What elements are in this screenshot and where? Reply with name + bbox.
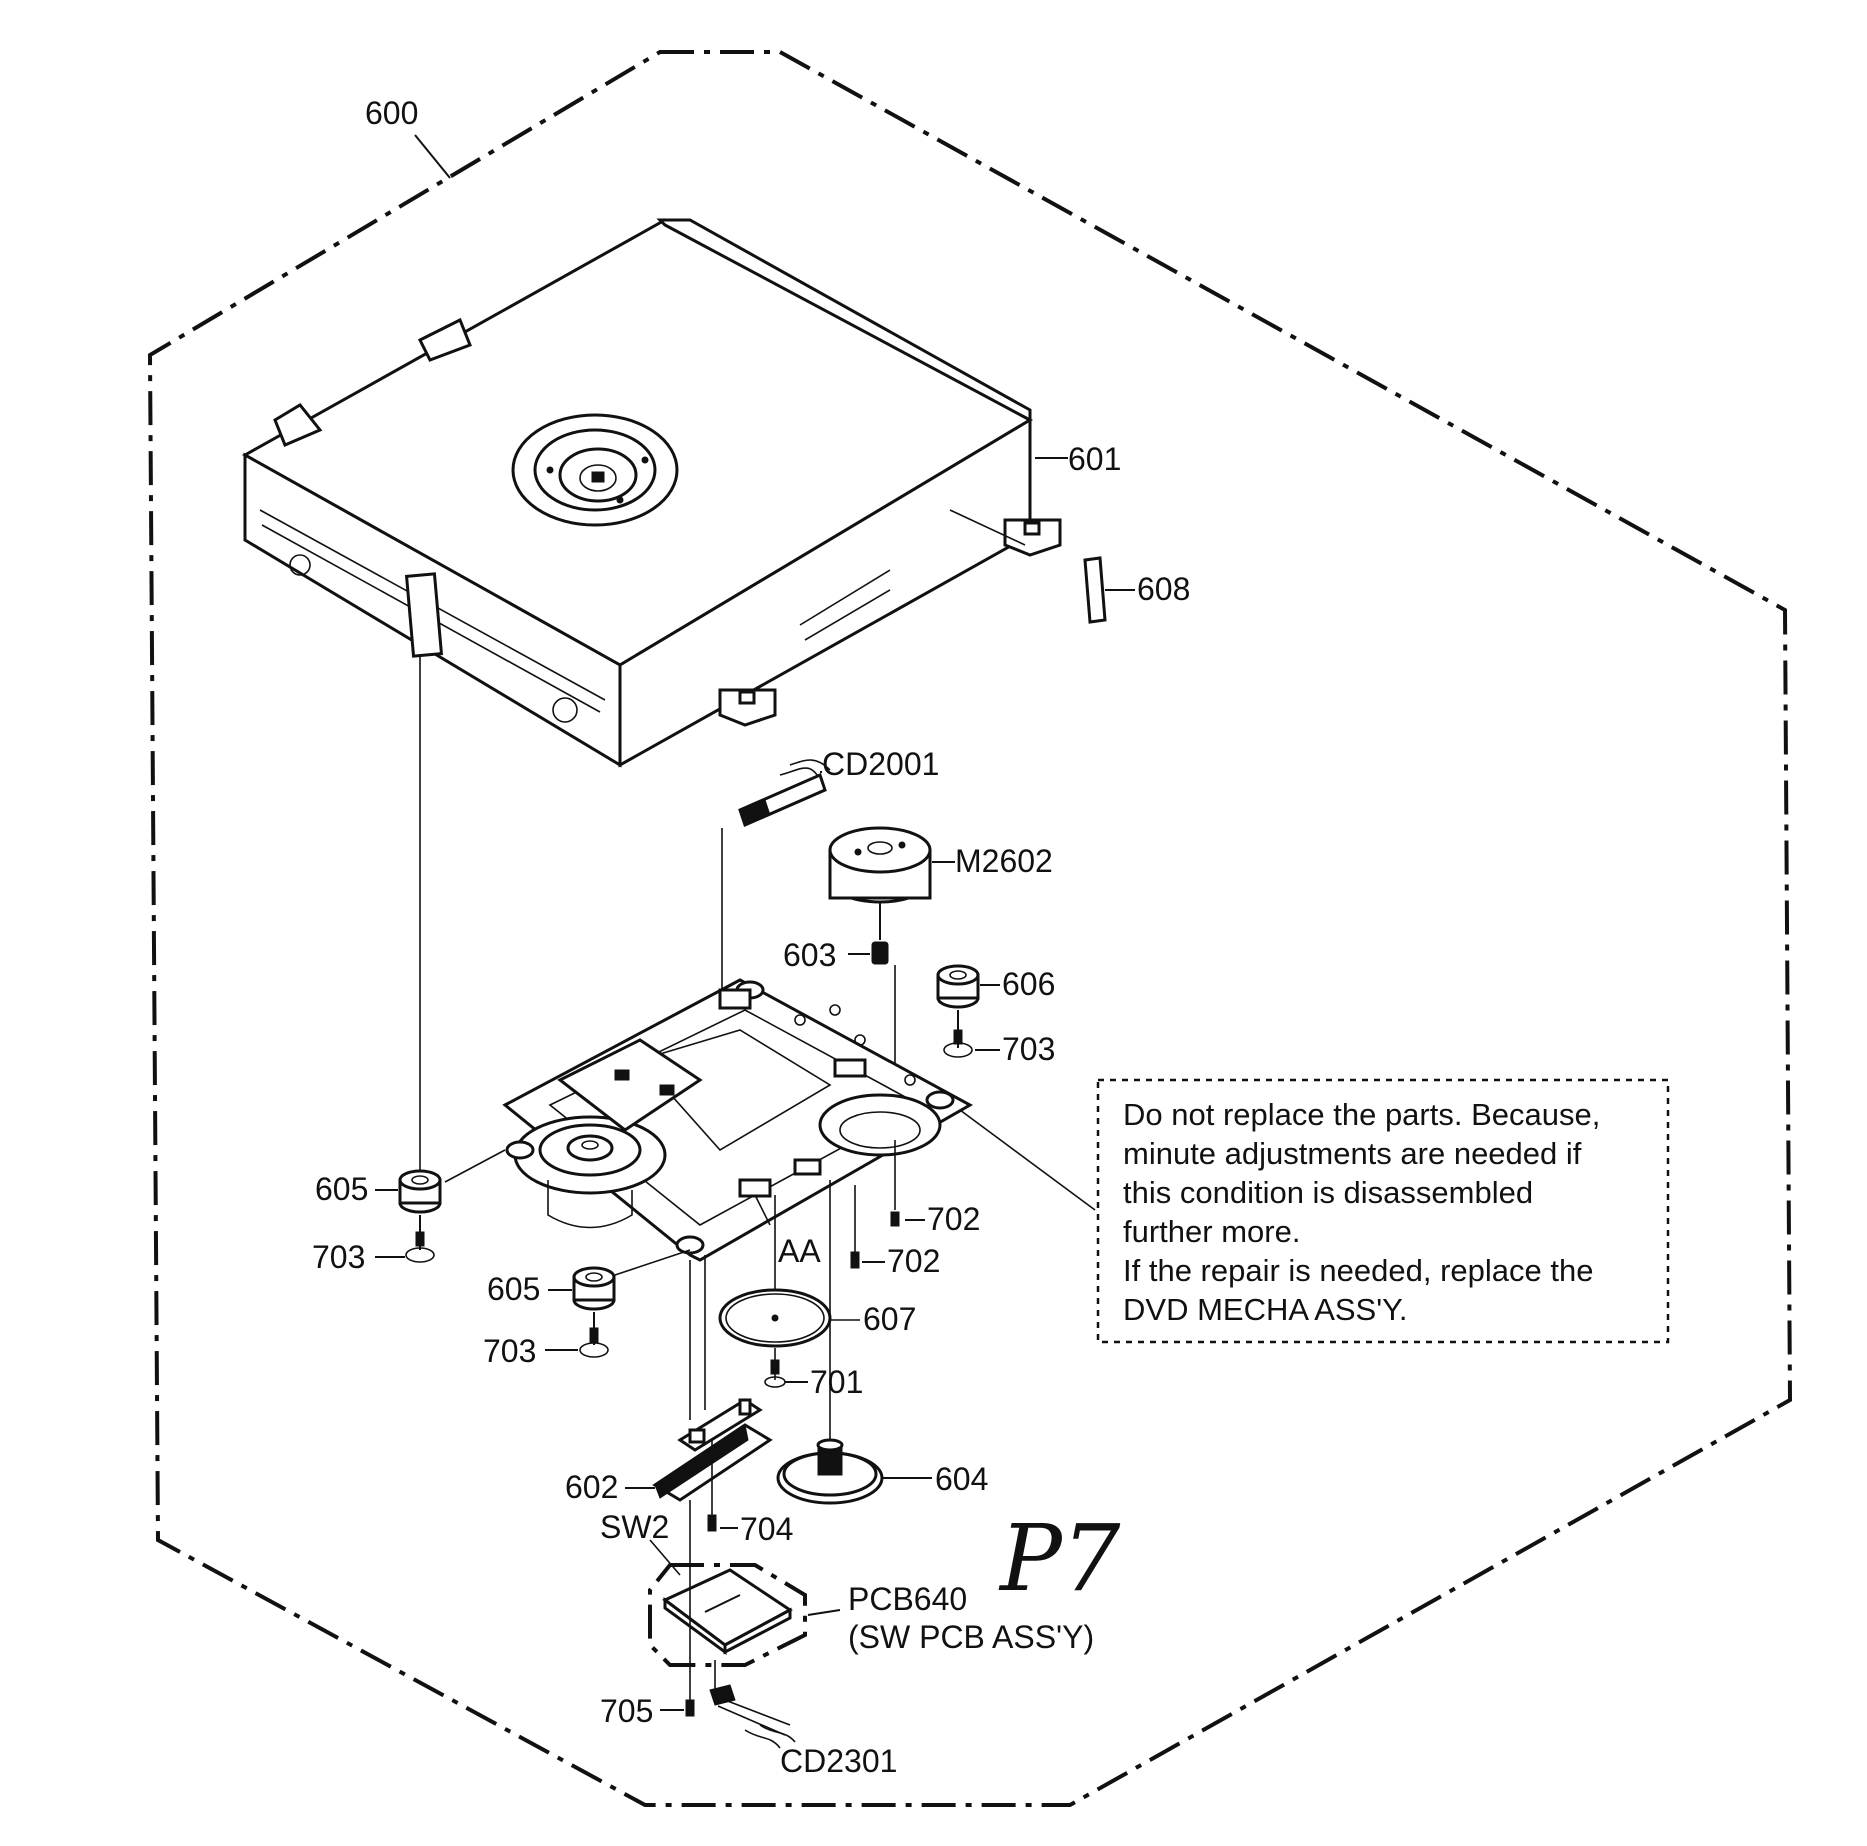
label-pcb640-sub: (SW PCB ASS'Y) <box>848 1619 1094 1655</box>
part-608 <box>1083 556 1107 624</box>
label-703-a: 703 <box>1002 1031 1055 1067</box>
leader-note <box>959 1109 1096 1211</box>
label-703-c: 703 <box>483 1333 536 1369</box>
damper-606 <box>936 964 980 1009</box>
screw-702-a <box>890 1140 900 1227</box>
label-601: 601 <box>1068 441 1121 477</box>
screw-705 <box>685 1699 695 1717</box>
label-702-a: 702 <box>927 1201 980 1237</box>
label-603: 603 <box>783 937 836 973</box>
gear-pulley-604 <box>776 1438 884 1505</box>
note-line-6: DVD MECHA ASS'Y. <box>1123 1292 1407 1327</box>
screw-703-b <box>405 1215 435 1263</box>
label-702-b: 702 <box>887 1243 940 1279</box>
screw-702-b <box>850 1185 860 1269</box>
dvd-mecha-housing-601 <box>241 218 1062 768</box>
label-m2602: M2602 <box>955 843 1053 879</box>
label-604: 604 <box>935 1461 988 1497</box>
damper-605-a <box>398 1169 442 1214</box>
note-line-2: minute adjustments are needed if <box>1123 1136 1582 1171</box>
traverse-chassis <box>502 978 974 1262</box>
leader-600 <box>414 134 451 179</box>
note-box <box>1096 1078 1670 1344</box>
label-608: 608 <box>1137 571 1190 607</box>
leader-pcb640 <box>807 1609 841 1616</box>
assembly-line-605b <box>614 1249 691 1276</box>
note-line-1: Do not replace the parts. Because, <box>1123 1097 1600 1132</box>
label-cd2301: CD2301 <box>780 1743 897 1779</box>
cable-cd2301 <box>709 1660 796 1749</box>
leader-608-ref <box>949 509 1026 546</box>
motor-m2602 <box>828 826 932 940</box>
screw-701 <box>764 1348 786 1388</box>
label-704: 704 <box>740 1511 793 1547</box>
sw-pcb-640 <box>662 1568 793 1655</box>
worm-gear-603 <box>871 941 889 965</box>
label-607: 607 <box>863 1301 916 1337</box>
label-aa: AA <box>778 1233 821 1269</box>
note-line-3: this condition is disassembled <box>1123 1175 1533 1210</box>
label-pcb640: PCB640 <box>848 1581 967 1617</box>
label-605-a: 605 <box>315 1171 368 1207</box>
pcb640-boundary <box>648 1563 807 1667</box>
assembly-line-605a <box>444 1149 506 1183</box>
screw-703-a <box>943 1010 973 1058</box>
label-606: 606 <box>1002 966 1055 1002</box>
label-703-b: 703 <box>312 1239 365 1275</box>
label-cd2001: CD2001 <box>822 746 939 782</box>
assembly-600-boundary <box>147 50 1793 1807</box>
leader-sw2 <box>649 1539 681 1576</box>
leader-aa <box>754 1194 771 1226</box>
label-705: 705 <box>600 1693 653 1729</box>
note-line-4: further more. <box>1123 1214 1300 1249</box>
note-line-5: If the repair is needed, replace the <box>1123 1253 1593 1288</box>
label-701: 701 <box>810 1364 863 1400</box>
label-602: 602 <box>565 1469 618 1505</box>
screw-703-c <box>579 1312 609 1358</box>
screw-704 <box>707 1440 717 1532</box>
label-600: 600 <box>365 95 418 131</box>
label-605-b: 605 <box>487 1271 540 1307</box>
handwritten-page-mark: P7 <box>998 1505 1121 1612</box>
label-sw2: SW2 <box>600 1509 669 1545</box>
damper-605-b <box>572 1266 616 1311</box>
